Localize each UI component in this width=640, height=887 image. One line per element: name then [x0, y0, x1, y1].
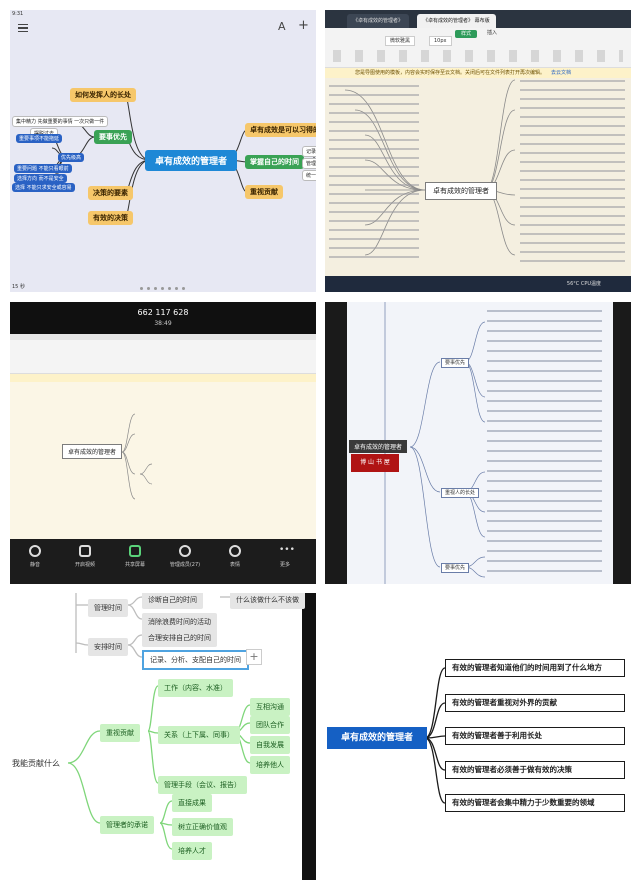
menu-icon[interactable] [18, 24, 28, 32]
node-diagnose-time[interactable]: 诊断自己的时间 [142, 593, 203, 609]
tab-strip: 《卓有成效的管理者》 《卓有成效的管理者》 幕布版 [325, 10, 631, 28]
node-what-to-do[interactable]: 什么该做什么不该做 [230, 593, 305, 609]
node-manager-commitment[interactable]: 管理者的承诺 [100, 816, 154, 834]
panel-desktop-mindmap: 《卓有成效的管理者》 《卓有成效的管理者》 幕布版 微软雅黑 10px 样式 插… [325, 10, 631, 292]
panel-mobile-mindmap: 9:31 A + 如何发挥人的长处 要事优先 决策的要素 有效的决策 卓有成效的… [10, 10, 316, 292]
sub-blue-5[interactable]: 选择 不能只求安全或容易 [12, 183, 75, 192]
node-right-values[interactable]: 树立正确价值观 [172, 818, 233, 836]
item-focus[interactable]: 有效的管理者会集中精力于少数重要的领域 [445, 794, 625, 812]
right-node-learnable[interactable]: 卓有成效是可以习得的 [245, 123, 316, 137]
tab-mindmap[interactable]: 《卓有成效的管理者》 幕布版 [417, 14, 496, 28]
node-communicate[interactable]: 互相沟通 [250, 698, 290, 716]
center-node[interactable]: 卓有成效的管理者 [425, 182, 497, 200]
status-time: 9:31 [12, 11, 24, 17]
add-node-button[interactable]: + [246, 649, 262, 665]
taskbar: 56°C CPU温度 [325, 276, 631, 292]
outline-text [487, 310, 602, 580]
mindmap-text-right [520, 80, 625, 265]
mute-button[interactable]: 静音 [18, 545, 52, 568]
node-arrange-time[interactable]: 合理安排自己的时间 [142, 629, 217, 647]
node-develop-people[interactable]: 培养人才 [172, 842, 212, 860]
seal-stamp: 博 山 书 屋 [351, 454, 399, 472]
summary-links [424, 667, 446, 804]
cpu-temp: 56°C CPU温度 [566, 281, 601, 287]
node-train-others[interactable]: 培养他人 [250, 756, 290, 774]
section-strengths[interactable]: 重视人的长处 [441, 488, 480, 498]
node-manage-time[interactable]: 管理时间 [88, 599, 128, 617]
center-node[interactable]: 卓有成效的管理者 [145, 150, 238, 171]
item-decision[interactable]: 有效的管理者必须善于做有效的决策 [445, 761, 625, 779]
right-tail-1[interactable]: 记录 [302, 146, 316, 157]
left-node-priority[interactable]: 要事优先 [94, 130, 132, 144]
members-button[interactable]: 管理成员(27) [168, 545, 202, 568]
page-dots [138, 275, 187, 292]
format-icon[interactable]: A [278, 20, 286, 33]
panel-summary-mindmap: 卓有成效的管理者 有效的管理者知道他们的时间用到了什么地方 有效的管理者重视对外… [325, 593, 631, 880]
more-button[interactable]: •••更多 [279, 545, 295, 568]
meeting-id: 662 117 628 [137, 308, 189, 317]
toolbar-icons [333, 50, 623, 62]
style-button[interactable]: 样式 [455, 30, 478, 38]
share-button[interactable]: 共享屏幕 [118, 545, 152, 568]
sub-blue-1[interactable]: 重要事项不能拖延 [16, 134, 63, 143]
add-icon[interactable]: + [298, 18, 309, 33]
notice-link[interactable]: 去云文档 [551, 70, 572, 76]
sub-blue-2[interactable]: 优先级高 [58, 153, 85, 162]
node-work[interactable]: 工作（内容、水准） [158, 679, 233, 697]
center-node[interactable]: 卓有成效的管理者 [327, 727, 427, 749]
side-label: 我能贡献什么 [12, 759, 60, 768]
left-node-effective-decision[interactable]: 有效的决策 [88, 211, 133, 225]
node-tools[interactable]: 管理手段（会议、报告） [158, 776, 247, 794]
node-direct-result[interactable]: 直接成果 [172, 794, 212, 812]
left-node-strength[interactable]: 如何发挥人的长处 [70, 88, 136, 102]
node-team[interactable]: 团队合作 [250, 716, 290, 734]
shared-document: 卓有成效的管理者 [10, 334, 316, 539]
tab-doc[interactable]: 《卓有成效的管理者》 [347, 14, 410, 28]
font-select[interactable]: 微软雅黑 [385, 36, 416, 46]
emoji-button[interactable]: 表情 [218, 545, 252, 568]
panel-meeting: 662 117 628 38:49 卓有成效的管理者 静音 开启视频 共享屏幕 … [10, 302, 316, 584]
footer-label: 15 秒 [12, 284, 25, 290]
share-icon [129, 545, 141, 557]
sub-blue-3[interactable]: 重要问题 不能只看眼前 [14, 164, 72, 173]
notice-bar: 您是导图使用的模板，内容会实时保存至云文档。关闭后可在文件列表打开再次编辑。去云… [325, 68, 631, 78]
right-tail-2[interactable]: 管理 [302, 158, 316, 169]
more-icon: ••• [279, 545, 295, 555]
right-node-time[interactable]: 掌握自己的时间 [245, 155, 304, 169]
node-value-contribution[interactable]: 重视贡献 [100, 724, 140, 742]
item-strengths[interactable]: 有效的管理者善于利用长处 [445, 727, 625, 745]
video-icon [79, 545, 91, 557]
item-time[interactable]: 有效的管理者知道他们的时间用到了什么地方 [445, 659, 625, 677]
panel-mindmap-outline: 要事优先 重视人的长处 要事优先 卓有成效的管理者 博 山 书 屋 [325, 302, 631, 584]
insert-button[interactable]: 插入 [487, 30, 498, 36]
section-priority-2[interactable]: 要事优先 [441, 563, 470, 573]
ribbon: 微软雅黑 10px 样式 插入 [325, 28, 631, 68]
node-record-analyze-selected[interactable]: 记录、分析、支配自己的时间 [142, 650, 249, 670]
node-schedule-time[interactable]: 安排时间 [88, 638, 128, 656]
section-priority[interactable]: 要事优先 [441, 358, 470, 368]
video-button[interactable]: 开启视频 [68, 545, 102, 568]
members-icon [179, 545, 191, 557]
node-self-dev[interactable]: 自我发展 [250, 736, 290, 754]
node-eliminate-waste[interactable]: 消除浪费时间的活动 [142, 613, 217, 631]
sub-focus[interactable]: 集中精力 先做重要的事情 一次只做一件 [12, 116, 109, 127]
sub-blue-4[interactable]: 选择方向 而不是安全 [14, 174, 67, 183]
panel-mindmap-zoom: 管理时间 安排时间 诊断自己的时间 消除浪费时间的活动 什么该做什么不该做 合理… [10, 593, 316, 880]
meeting-toolbar: 静音 开启视频 共享屏幕 管理成员(27) 表情 •••更多 [10, 539, 316, 584]
mic-icon [29, 545, 41, 557]
smile-icon [229, 545, 241, 557]
notice-text: 您是导图使用的模板，内容会实时保存至云文档。关闭后可在文件列表打开再次编辑。 [355, 70, 546, 76]
center-node[interactable]: 卓有成效的管理者 [62, 444, 123, 459]
node-relation[interactable]: 关系（上下属、同事） [158, 726, 240, 744]
right-node-contribution[interactable]: 重视贡献 [245, 185, 283, 199]
size-select[interactable]: 10px [429, 36, 452, 46]
left-node-decision-elements[interactable]: 决策的要素 [88, 186, 133, 200]
mindmap-text-left [329, 85, 419, 260]
item-contribution[interactable]: 有效的管理者重视对外界的贡献 [445, 694, 625, 712]
right-tail-3[interactable]: 统一 [302, 170, 316, 181]
meeting-timer: 38:49 [154, 320, 172, 327]
center-node[interactable]: 卓有成效的管理者 [349, 440, 408, 453]
